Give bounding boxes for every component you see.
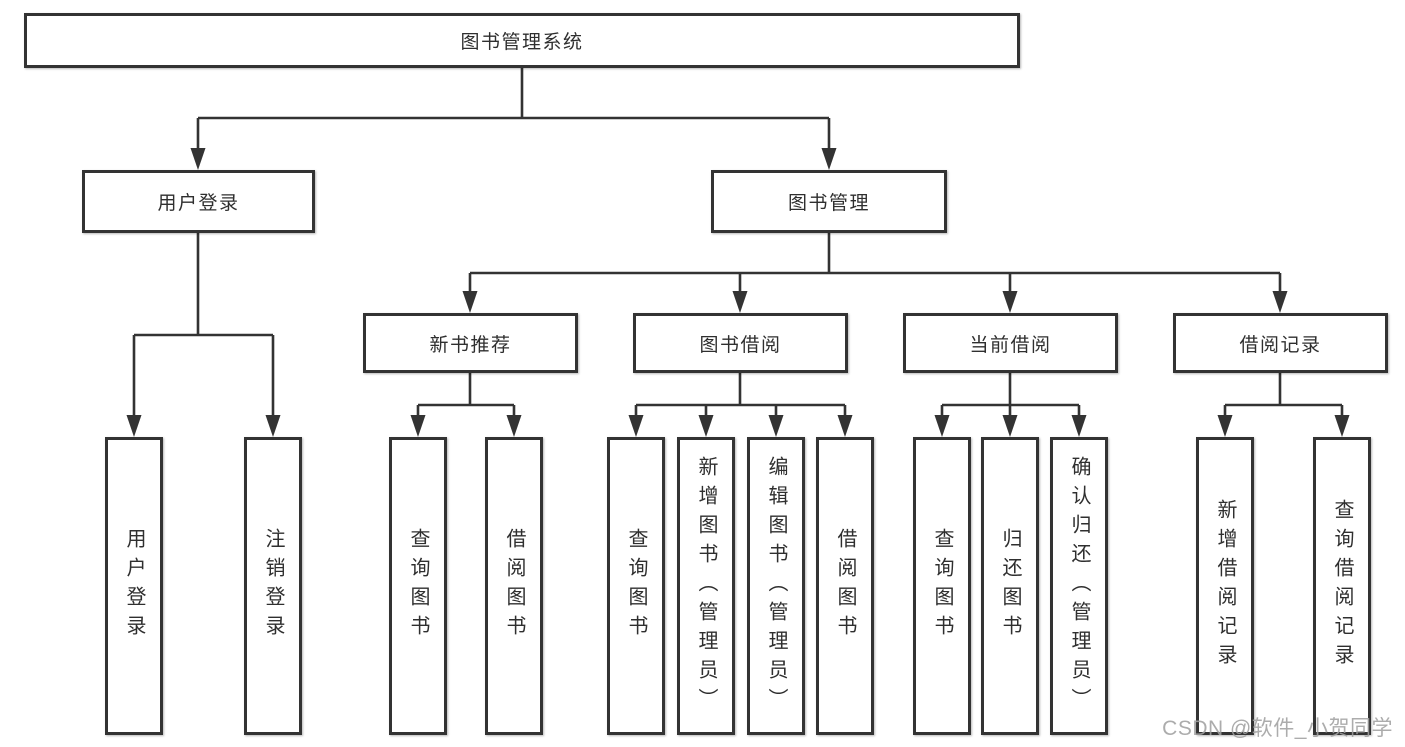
leaf-label: 编辑图书（管理员） [765,455,787,717]
arrowhead-icon [190,148,206,170]
connector-userlogin-to-leaves [132,233,275,417]
node-label: 借阅记录 [1239,334,1322,356]
leaf-borrow-borrow-books: 借阅图书 [816,437,874,735]
arrowhead-icon [732,291,748,313]
connector-currentborrow-to-leaves [940,373,1081,417]
node-book-management: 图书管理 [711,170,947,233]
node-label: 用户登录 [157,193,240,214]
leaf-newbooks-query-books: 查询图书 [389,437,447,735]
leaf-label: 确认归还（管理员） [1068,455,1090,717]
connector-bookmgmt-to-level3 [468,233,1282,293]
leaf-newbooks-borrow-books: 借阅图书 [485,437,543,735]
connector-borrowrecords-to-leaves [1223,373,1344,417]
arrowhead-icon [462,291,478,313]
leaf-label: 借阅图书 [503,528,525,644]
connector-newbooks-to-leaves [416,373,516,417]
node-current-borrowing: 当前借阅 [903,313,1118,373]
leaf-logout: 注销登录 [244,437,302,735]
leaf-label: 注销登录 [262,528,284,644]
arrowhead-icon [506,415,522,437]
arrowhead-icon [768,415,784,437]
leaf-label: 查询图书 [625,528,647,644]
leaf-label: 新增借阅记录 [1214,499,1236,673]
leaf-label: 查询图书 [931,528,953,644]
node-label: 图书管理系统 [460,32,584,53]
node-label: 新书推荐 [429,334,512,356]
leaf-borrow-edit-books-admin: 编辑图书（管理员） [747,437,805,735]
connector-bookborrow-to-leaves [634,373,847,417]
leaf-borrow-add-books-admin: 新增图书（管理员） [677,437,735,735]
node-book-borrowing: 图书借阅 [633,313,848,373]
arrowhead-icon [1334,415,1350,437]
node-library-management-system: 图书管理系统 [24,13,1020,68]
arrowhead-icon [126,415,142,437]
arrowhead-icon [821,148,837,170]
arrowhead-icon [934,415,950,437]
arrowhead-icon [698,415,714,437]
node-new-book-recommendation: 新书推荐 [363,313,578,373]
node-label: 图书借阅 [699,334,782,356]
arrowhead-icon [1002,415,1018,437]
leaf-label: 归还图书 [999,528,1021,644]
arrowhead-icon [837,415,853,437]
node-label: 当前借阅 [969,334,1052,356]
arrowhead-icon [1272,291,1288,313]
arrowhead-icon [628,415,644,437]
leaf-label: 查询借阅记录 [1331,499,1353,673]
leaf-borrow-query-books: 查询图书 [607,437,665,735]
leaf-label: 用户登录 [123,528,145,644]
leaf-current-return-books: 归还图书 [981,437,1039,735]
connector-root-to-level2 [196,68,831,150]
arrowhead-icon [410,415,426,437]
node-borrowing-records: 借阅记录 [1173,313,1388,373]
arrowhead-icon [265,415,281,437]
leaf-label: 查询图书 [407,528,429,644]
leaf-label: 借阅图书 [834,528,856,644]
leaf-current-query-books: 查询图书 [913,437,971,735]
node-user-login: 用户登录 [82,170,315,233]
arrowheads [126,148,1350,437]
leaf-current-confirm-return-admin: 确认归还（管理员） [1050,437,1108,735]
csdn-watermark: CSDN @软件_小贺同学 [1162,717,1393,740]
arrowhead-icon [1217,415,1233,437]
arrowhead-icon [1002,291,1018,313]
leaf-user-login: 用户登录 [105,437,163,735]
arrowhead-icon [1071,415,1087,437]
node-label: 图书管理 [787,193,870,214]
leaf-label: 新增图书（管理员） [695,455,717,717]
leaf-records-query-record: 查询借阅记录 [1313,437,1371,735]
leaf-records-add-record: 新增借阅记录 [1196,437,1254,735]
